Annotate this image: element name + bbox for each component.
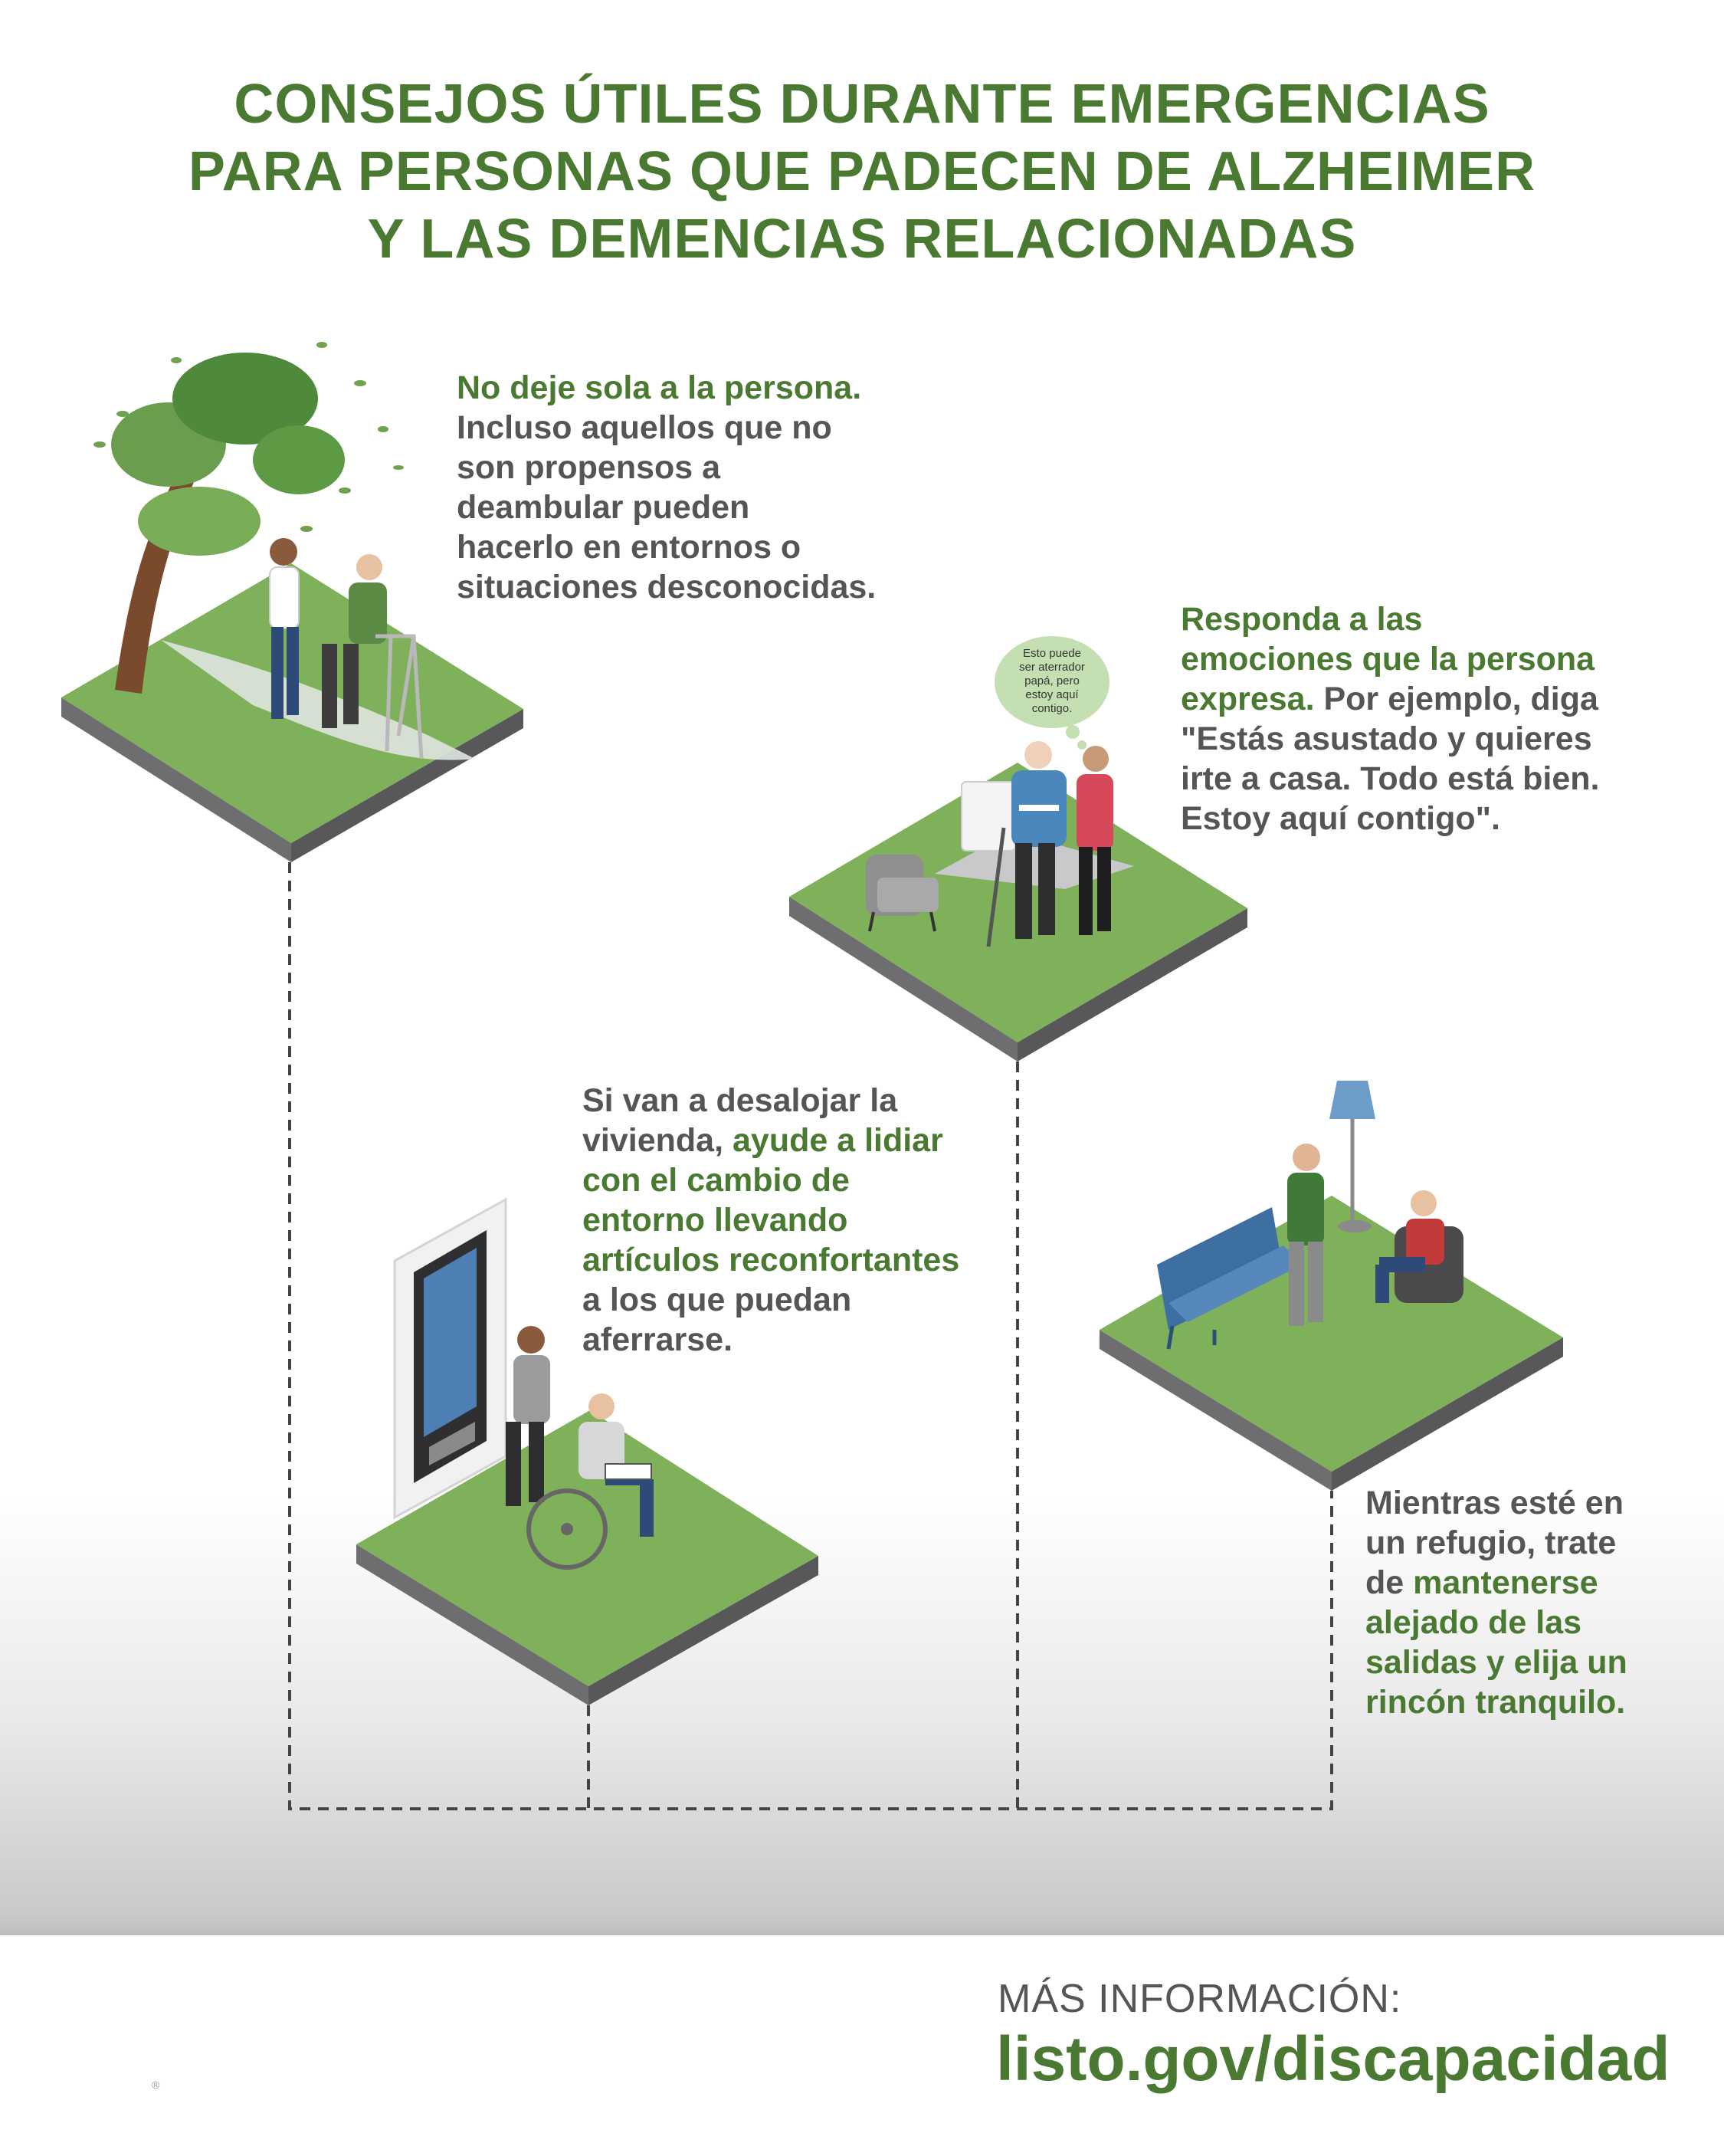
footer: MÁS INFORMACIÓN: listo.gov/discapacidad …: [0, 1935, 1724, 2156]
speech-text-5: contigo.: [1032, 702, 1073, 715]
tile-side-left: [1100, 1330, 1332, 1491]
tip1-line6: situaciones desconocidas.: [457, 569, 877, 605]
tip4-t3: de: [1365, 1564, 1414, 1601]
illustration-layer: Esto puede ser aterrador papá, pero esto…: [61, 342, 1563, 1810]
tip2-line6: Estoy aquí contigo".: [1181, 800, 1500, 837]
blowing-leaves: [93, 342, 404, 532]
tip1-line3: son propensos a: [457, 449, 721, 486]
more-info-label: MÁS INFORMACIÓN:: [998, 1977, 1402, 2021]
tip1-line2: Incluso aquellos que no: [457, 409, 832, 446]
elderly-man-walker: [322, 554, 424, 760]
tip-shelter-quiet-corner: Mientras esté en un refugio, trate de ma…: [1365, 1483, 1627, 1722]
tip3-h2: ayude a lidiar: [732, 1122, 943, 1159]
more-info-link[interactable]: listo.gov/discapacidad: [996, 2024, 1670, 2094]
speech-text-3: papá, pero: [1024, 674, 1080, 687]
tip3-h4: entorno llevando: [582, 1202, 848, 1239]
tip3-line1: Si van a desalojar la: [582, 1082, 898, 1119]
page-title: CONSEJOS ÚTILES DURANTE EMERGENCIAS PARA…: [0, 71, 1724, 273]
title-line-2: PARA PERSONAS QUE PADECEN DE ALZHEIMER: [188, 141, 1536, 202]
tile-top: [356, 1410, 818, 1686]
tip-respond-emotions: Responda a las emociones que la persona …: [1181, 599, 1599, 838]
speech-text-2: ser aterrador: [1019, 661, 1085, 674]
tip-comfort-items: Si van a desalojar la vivienda, ayude a …: [582, 1081, 959, 1360]
tile-evacuation-door: [356, 1197, 818, 1705]
path-walkway: [161, 640, 475, 760]
tile-side-left: [356, 1544, 588, 1705]
man-in-armchair: [1375, 1190, 1463, 1303]
tile-side-left: [61, 697, 291, 862]
tip1-highlight: No deje sola a la persona.: [457, 369, 862, 406]
tip4-h4: alejado de las: [1365, 1604, 1582, 1641]
bed-frame: [961, 781, 1016, 852]
tip4-h6: rincón tranquilo.: [1365, 1684, 1626, 1721]
tip4-line2: un refugio, trate: [1365, 1524, 1617, 1561]
caregiver-standing: [1287, 1144, 1324, 1326]
man-pushing-wheelchair: [506, 1326, 550, 1506]
elderly-man-cane: [986, 741, 1067, 947]
tip2-line5: irte a casa. Todo está bien.: [1181, 760, 1600, 797]
title-line-3: Y LAS DEMENCIAS RELACIONADAS: [367, 208, 1357, 270]
tip3-line7: aferrarse.: [582, 1321, 733, 1358]
caregiver-daughter: [1077, 746, 1113, 935]
tip1-line4: deambular pueden: [457, 489, 750, 526]
tip2-t3: Por ejemplo, diga: [1314, 681, 1598, 717]
tile-windy-walk: [61, 342, 523, 862]
tip4-line1: Mientras esté en: [1365, 1485, 1624, 1521]
registered-mark: ®: [152, 2079, 160, 2091]
tip4-h3: mantenerse: [1413, 1564, 1598, 1601]
floor-lamp: [1329, 1081, 1375, 1232]
speech-bubble: Esto puede ser aterrador papá, pero esto…: [995, 636, 1109, 750]
tile-shelter-lounge: [1100, 1081, 1563, 1491]
speech-text-1: Esto puede: [1023, 647, 1081, 660]
tip2-h2: emociones que la persona: [1181, 641, 1595, 678]
tip2-line4: "Estás asustado y quieres: [1181, 720, 1592, 757]
tip-stay-with-person: No deje sola a la persona. Incluso aquel…: [457, 368, 876, 607]
title-line-1: CONSEJOS ÚTILES DURANTE EMERGENCIAS: [234, 74, 1490, 135]
tile-bedroom-reassure: Esto puede ser aterrador papá, pero esto…: [789, 636, 1247, 1062]
tip3-t2: vivienda,: [582, 1122, 733, 1159]
tile-side-right: [1332, 1337, 1563, 1491]
wheelchair-user: [526, 1393, 654, 1570]
tree-trunk: [115, 429, 215, 694]
tile-side-right: [291, 709, 523, 862]
tip3-line6: a los que puedan: [582, 1281, 852, 1318]
tile-side-right: [1018, 908, 1247, 1062]
tip2-h1: Responda a las: [1181, 601, 1423, 638]
tip4-h5: salidas y elija un: [1365, 1644, 1627, 1681]
tip3-h3: con el cambio de: [582, 1162, 850, 1199]
tile-top: [1100, 1196, 1563, 1472]
infographic-scene: Esto puede ser aterrador papá, pero esto…: [0, 71, 1724, 1810]
tree-leaves-2: [172, 353, 318, 445]
tip1-line5: hacerlo en entornos o: [457, 529, 801, 566]
tip3-h5: artículos reconfortantes: [582, 1242, 960, 1278]
tree-leaves-4: [138, 487, 261, 556]
speech-text-4: estoy aquí: [1025, 688, 1079, 701]
armchair: [866, 855, 939, 932]
tip2-h3: expresa.: [1181, 681, 1315, 717]
tile-side-left: [789, 897, 1018, 1062]
caregiver-woman: [269, 538, 300, 719]
front-door: [393, 1197, 507, 1520]
dashed-connectors: [288, 862, 1333, 1810]
tile-side-right: [588, 1556, 818, 1705]
tree-leaves-3: [253, 425, 345, 494]
